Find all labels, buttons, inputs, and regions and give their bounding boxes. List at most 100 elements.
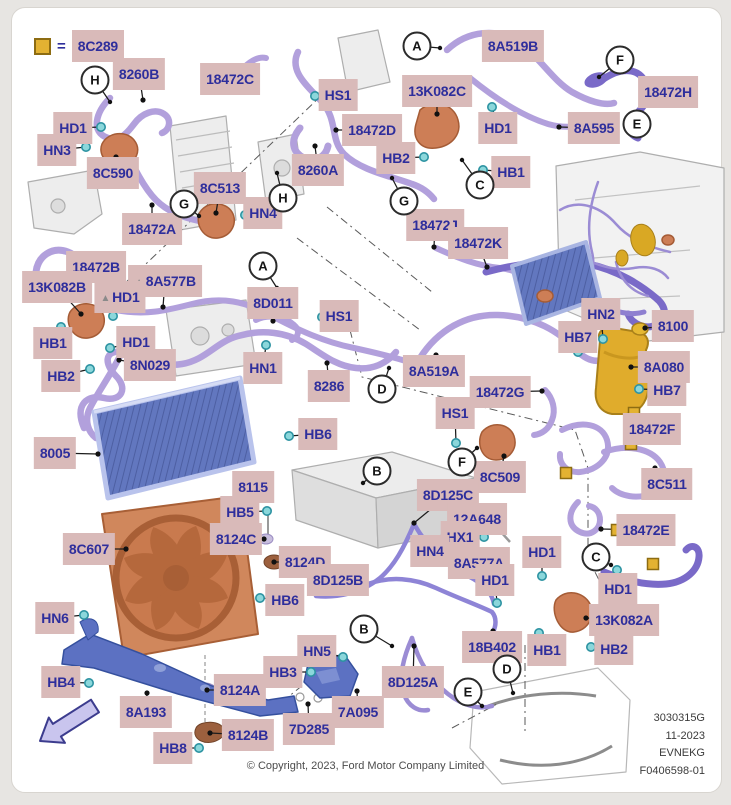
- direction-arrow: [39, 698, 100, 744]
- engine-bay-orange-b: [661, 234, 675, 246]
- copyright-text: © Copyright, 2023, Ford Motor Company Li…: [246, 760, 485, 772]
- part-label: HB6: [298, 418, 338, 450]
- triangle-marker-icon: ▲: [100, 293, 111, 304]
- part-label: HD1: [475, 564, 515, 596]
- figure-codes: 3030315G 11-2023 EVNEKG F0406598-01: [640, 710, 705, 780]
- callout-circle-h: H: [268, 183, 298, 213]
- doc-date: 11-2023: [665, 729, 705, 742]
- part-label: HD1: [598, 573, 638, 605]
- radiator-8005-frame: [93, 376, 241, 414]
- part-label: HN1: [243, 352, 283, 384]
- part-label: 8C513: [193, 172, 247, 204]
- part-label: 18472K: [448, 227, 508, 259]
- part-label: 13K082B: [22, 271, 92, 303]
- part-label: 8D011: [247, 287, 299, 319]
- part-label: 18472F: [622, 413, 682, 445]
- callout-circle-d: D: [492, 654, 522, 684]
- engine-bay-orange-a: [536, 289, 554, 303]
- part-label: 8100: [651, 310, 695, 342]
- part-label: HN5: [297, 635, 337, 667]
- callout-circle-f: F: [605, 45, 635, 75]
- callout-circle-d: D: [367, 374, 397, 404]
- hose-8286: [77, 329, 400, 432]
- legend-part-label: 8C289: [71, 30, 125, 62]
- part-label: HB2: [594, 633, 634, 665]
- part-label: 18472E: [616, 514, 676, 546]
- callout-circle-a: A: [402, 31, 432, 61]
- part-label: HB6: [265, 584, 305, 616]
- hose-18472d: [292, 48, 438, 203]
- part-label: 18472D: [342, 114, 402, 146]
- callout-circle-a: A: [248, 251, 278, 281]
- part-label: 8C509: [473, 461, 527, 493]
- part-label: HB8: [153, 732, 193, 764]
- callout-circle-g: G: [169, 189, 199, 219]
- part-label: 8C590: [86, 157, 140, 189]
- part-label: 18472A: [122, 213, 182, 245]
- part-label: ▲HD1: [94, 281, 146, 313]
- hose-18472h-end: [584, 72, 608, 88]
- part-label: 18472H: [638, 76, 698, 108]
- part-label: HD1: [478, 112, 518, 144]
- part-label: 7D285: [282, 713, 336, 745]
- part-label: 8005: [33, 437, 77, 469]
- part-label: 8A595: [567, 112, 621, 144]
- part-label: 8A193: [119, 696, 173, 728]
- part-label: 18472C: [200, 63, 260, 95]
- part-label: 8124C: [209, 523, 263, 555]
- part-label: HB2: [41, 360, 81, 392]
- part-label: HB1: [527, 634, 567, 666]
- hose-18472e: [567, 499, 603, 537]
- hose-18472g: [531, 387, 557, 438]
- callout-circle-f: F: [447, 447, 477, 477]
- callout-circle-g: G: [389, 186, 419, 216]
- part-label: HB3: [263, 656, 303, 688]
- valve-8c509: [478, 424, 516, 461]
- legend-clamp: = 8C289: [34, 30, 125, 62]
- part-label: 8D125B: [306, 564, 370, 596]
- part-label: HB5: [220, 496, 260, 528]
- callout-circle-c: C: [581, 542, 611, 572]
- part-label: 8124A: [213, 674, 267, 706]
- engine-bay-yellow-part: [615, 223, 656, 267]
- part-label: 13K082C: [402, 75, 472, 107]
- part-label: 8C607: [62, 533, 116, 565]
- part-label: 8124B: [221, 719, 275, 751]
- callout-circle-b: B: [362, 456, 392, 486]
- harness-8d125b: [365, 576, 498, 635]
- part-label: 18472B: [66, 251, 126, 283]
- part-label: HB4: [41, 666, 81, 698]
- part-label: 8N029: [123, 349, 177, 381]
- hose-8a519b: [443, 29, 618, 108]
- legend-equals: =: [57, 37, 66, 55]
- part-label: 13K082A: [589, 604, 659, 636]
- part-label: HB7: [647, 374, 687, 406]
- harness-8d125a: [409, 635, 495, 710]
- part-label: 8260A: [291, 154, 345, 186]
- figure-number: F0406598-01: [639, 764, 705, 777]
- part-label: HB7: [558, 321, 598, 353]
- part-label: 18472G: [469, 376, 531, 408]
- part-label: HN4: [410, 535, 450, 567]
- part-label: 8A519A: [402, 355, 466, 387]
- callout-circle-e: E: [622, 109, 652, 139]
- engine-bay-harness: [558, 180, 672, 298]
- callout-circle-e: E: [453, 677, 483, 707]
- hose-8a519a: [416, 311, 610, 364]
- part-label: 8C511: [641, 468, 693, 500]
- part-label: HN6: [35, 602, 75, 634]
- part-label: HB1: [33, 327, 73, 359]
- doc-number: 3030315G: [653, 712, 705, 724]
- part-label: 8A519B: [481, 30, 545, 62]
- part-label: 8D125A: [381, 666, 445, 698]
- callout-circle-c: C: [465, 170, 495, 200]
- part-label: HS1: [319, 300, 359, 332]
- hose-8n029: [83, 352, 124, 442]
- doc-code: EVNEKG: [659, 747, 705, 759]
- part-label: HN3: [37, 134, 77, 166]
- part-label: HB1: [491, 156, 531, 188]
- part-label: HS1: [318, 79, 358, 111]
- callout-circle-h: H: [80, 65, 110, 95]
